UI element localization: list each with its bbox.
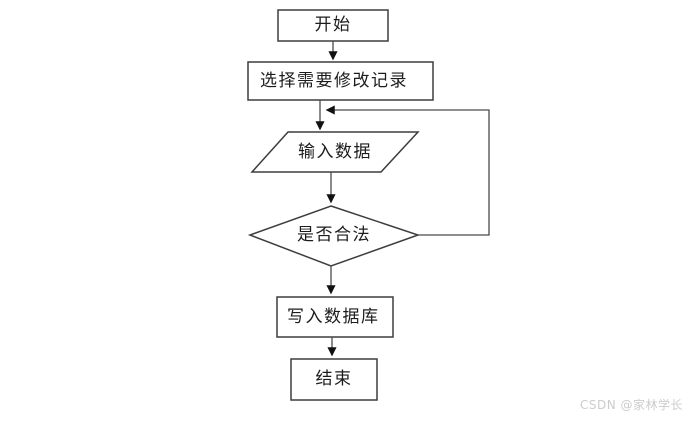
csdn-watermark: CSDN @家林学长 [579,398,683,412]
node-end-label: 结束 [315,369,353,389]
node-start-label: 开始 [314,15,352,35]
node-write-shape [276,296,394,338]
node-validate-label: 是否合法 [297,225,371,245]
node-write-label: 写入数据库 [287,306,380,327]
node-select-label: 选择需要修改记录 [260,70,408,91]
edge-validate-loop [325,105,490,236]
node-select-shape [247,61,434,101]
node-start-shape [277,9,389,42]
node-input-label: 输入数据 [298,141,372,162]
node-input-shape [250,131,420,173]
node-end-shape [290,358,378,401]
